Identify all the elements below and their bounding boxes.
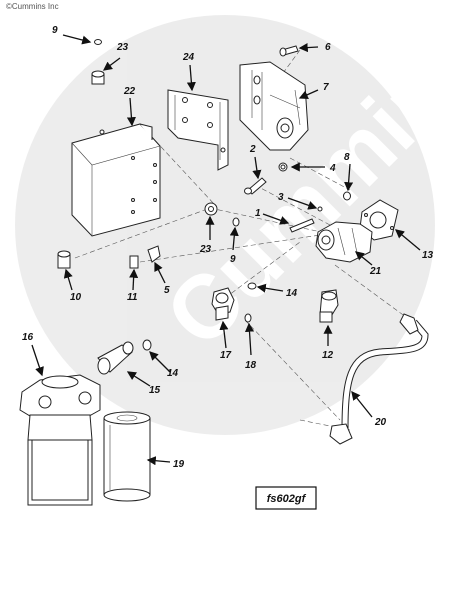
callout-15: 15 <box>149 385 161 396</box>
callout-17: 17 <box>220 350 232 361</box>
hose <box>329 313 429 445</box>
leader-arrows <box>31 34 421 466</box>
callout-3: 3 <box>278 192 284 203</box>
callout-16: 16 <box>22 332 34 343</box>
copyright-text: ©Cummins Inc <box>6 2 59 11</box>
callout-5: 5 <box>164 285 170 296</box>
filter-head <box>19 374 101 506</box>
callout-numbers: 9 23 24 6 22 7 2 4 8 3 1 13 23 9 10 11 5… <box>22 25 434 470</box>
adapter <box>97 341 134 375</box>
pump-bracket <box>239 61 309 151</box>
callout-20: 20 <box>374 417 387 428</box>
callout-23-top: 23 <box>116 42 129 53</box>
callout-12: 12 <box>322 350 334 361</box>
callout-14-low: 14 <box>167 368 179 379</box>
bracket-plate <box>167 89 229 171</box>
callout-6: 6 <box>325 42 331 53</box>
callout-23-mid: 23 <box>199 244 212 255</box>
callout-14-mid: 14 <box>286 288 298 299</box>
figure-id: fs602gf <box>267 493 307 505</box>
callout-2: 2 <box>249 144 256 155</box>
callout-10: 10 <box>70 292 82 303</box>
callout-9-top: 9 <box>52 25 58 36</box>
callout-11: 11 <box>127 292 138 303</box>
callout-9-mid: 9 <box>230 254 236 265</box>
fasteners <box>57 39 351 351</box>
callout-24: 24 <box>182 52 195 63</box>
elbow-fitting-12 <box>319 289 339 323</box>
callout-1: 1 <box>255 208 261 219</box>
callout-13: 13 <box>422 250 434 261</box>
callout-19: 19 <box>173 459 185 470</box>
callout-22: 22 <box>123 86 136 97</box>
callout-21: 21 <box>369 266 382 277</box>
callout-7: 7 <box>323 82 329 93</box>
watermark-logo: Cummins <box>15 6 450 435</box>
callout-8: 8 <box>344 152 350 163</box>
elbow-fitting-17 <box>211 287 235 321</box>
callout-18: 18 <box>245 360 257 371</box>
figure-id-box: fs602gf <box>255 486 317 510</box>
callout-4: 4 <box>329 163 336 174</box>
filter-element <box>103 411 151 502</box>
mounting-box <box>71 123 161 237</box>
